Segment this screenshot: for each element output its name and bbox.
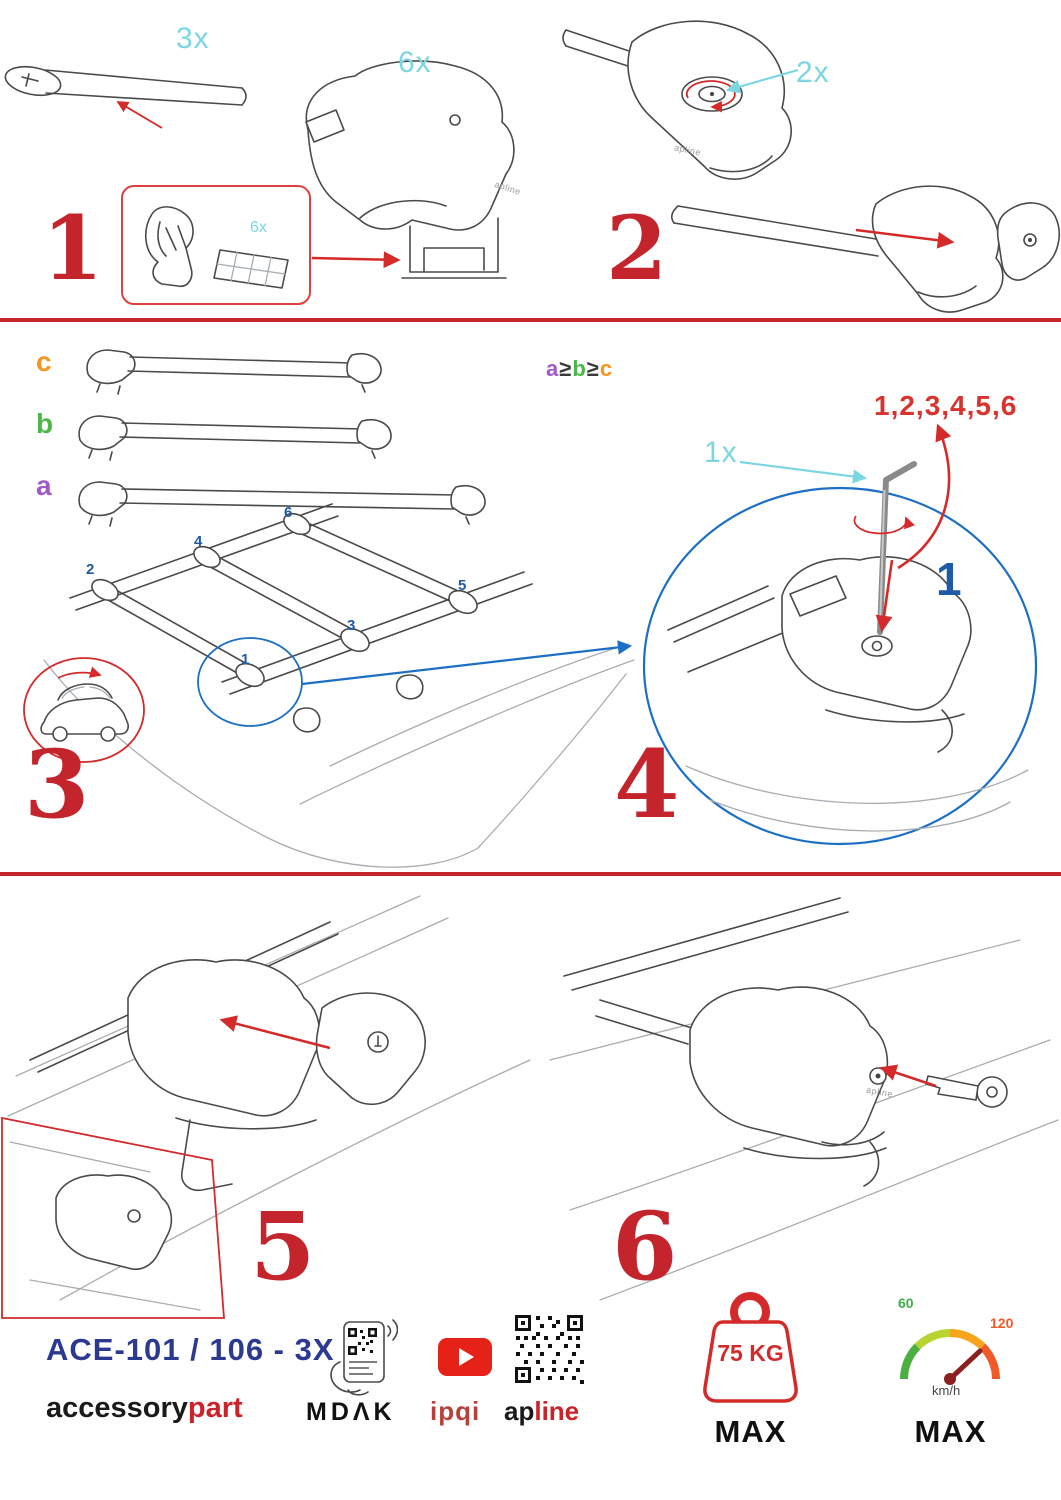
step4-illustration <box>642 423 1038 846</box>
section-divider-2 <box>0 872 1061 876</box>
position-2-label: 2 <box>86 561 95 578</box>
size-order-formula: a≥b≥c <box>546 358 613 380</box>
step2-illustration <box>562 20 1060 313</box>
speed-limit-icon <box>900 1329 1000 1385</box>
detail-zoom-arrow <box>301 640 633 686</box>
key-quantity-label: 1x <box>704 436 738 469</box>
brand-ap: ap <box>504 1396 535 1426</box>
mdak-logo: MDΛK <box>306 1398 396 1426</box>
foot-detail-drawing <box>781 556 972 753</box>
step3-number: 3 <box>24 730 90 840</box>
rotate-key-arrow <box>853 515 915 535</box>
ipqi-logo: ipqi <box>430 1396 481 1426</box>
car-inset-drawing <box>23 657 145 763</box>
formula-b: b <box>572 356 587 381</box>
youtube-icon <box>438 1338 492 1376</box>
tightening-sequence-label: 1,2,3,4,5,6 <box>874 390 1018 421</box>
foot-open-cover-drawing <box>127 958 426 1192</box>
weight-limit-icon <box>703 1292 798 1403</box>
max-weight-label: MAX <box>714 1414 787 1449</box>
pad-to-foot-arrow <box>311 251 401 269</box>
step6-number: 6 <box>612 1192 678 1302</box>
model-number: ACE-101 / 106 - 3X <box>46 1332 335 1367</box>
position1-highlight-circle <box>197 637 303 727</box>
rubber-pad-inset <box>121 185 311 305</box>
brand-accessory: accessory <box>46 1392 188 1424</box>
size-c-label: c <box>36 346 52 377</box>
position-3-label: 3 <box>347 617 356 634</box>
position-4-label: 4 <box>194 533 203 550</box>
knob-quantity-label: 2x <box>796 56 830 89</box>
key-drawing <box>925 1075 1008 1108</box>
bar-into-foot-drawing <box>670 185 1060 313</box>
phone-qr-icon <box>330 1319 398 1396</box>
tighten-arrow <box>875 559 894 633</box>
pointer-to-bar <box>116 101 163 129</box>
crossbar-size-b-drawing <box>78 415 392 461</box>
magnifier-circle <box>642 486 1038 846</box>
allen-key-drawing <box>877 461 917 635</box>
brand-line: line <box>534 1396 580 1426</box>
foot-top-view-drawing <box>562 20 792 180</box>
step5-illustration <box>1 895 531 1319</box>
pad-quantity-label: 6x <box>250 219 267 236</box>
car-roof-drawing <box>43 503 635 868</box>
max-weight-value: 75 KG <box>717 1340 784 1366</box>
apline-logo: apline <box>504 1398 579 1424</box>
step1-illustration <box>4 60 515 305</box>
first-position-label: 1 <box>936 553 962 605</box>
step3-illustration <box>23 349 635 868</box>
speed-low-label: 60 <box>898 1295 914 1311</box>
qr-code <box>515 1315 584 1384</box>
key-count-arrow <box>739 460 868 484</box>
position-6-label: 6 <box>284 504 293 521</box>
position-5-label: 5 <box>458 577 467 594</box>
locked-foot-inset <box>1 1116 225 1319</box>
size-b-label: b <box>36 408 54 439</box>
play-icon <box>459 1348 474 1366</box>
speed-unit-label: km/h <box>932 1383 961 1398</box>
foot-lock-drawing <box>595 986 889 1187</box>
crossbar-drawing <box>4 65 247 106</box>
foot-drawing <box>305 60 515 279</box>
step2-number: 2 <box>606 196 668 300</box>
bar-quantity-label: 3x <box>176 22 210 55</box>
section-divider-1 <box>0 318 1061 322</box>
step1-number: 1 <box>42 196 104 300</box>
speedometer-needle <box>947 1348 983 1382</box>
formula-ge2: ≥ <box>586 356 600 381</box>
step4-number: 4 <box>614 730 680 840</box>
crossbar-size-a-drawing <box>78 481 486 527</box>
size-a-label: a <box>36 470 52 501</box>
crossbar-size-c-drawing <box>86 349 382 395</box>
brand-part: part <box>187 1392 243 1424</box>
position-1-label: 1 <box>241 651 250 668</box>
speed-high-label: 120 <box>990 1315 1014 1331</box>
formula-ge1: ≥ <box>559 356 573 381</box>
knob-count-arrow <box>725 68 799 94</box>
foot-quantity-label: 6x <box>398 46 432 79</box>
close-cover-arrow <box>219 1015 331 1050</box>
step5-number: 5 <box>250 1192 316 1302</box>
max-speed-label: MAX <box>914 1414 987 1449</box>
accessorypart-logo: accessorypart <box>46 1394 243 1423</box>
formula-c: c <box>599 356 614 381</box>
end-cover-drawing <box>996 202 1060 281</box>
step6-illustration <box>549 897 1059 1301</box>
sequence-arrow <box>897 423 952 570</box>
formula-a: a <box>546 356 560 381</box>
insert-key-arrow <box>879 1064 937 1088</box>
